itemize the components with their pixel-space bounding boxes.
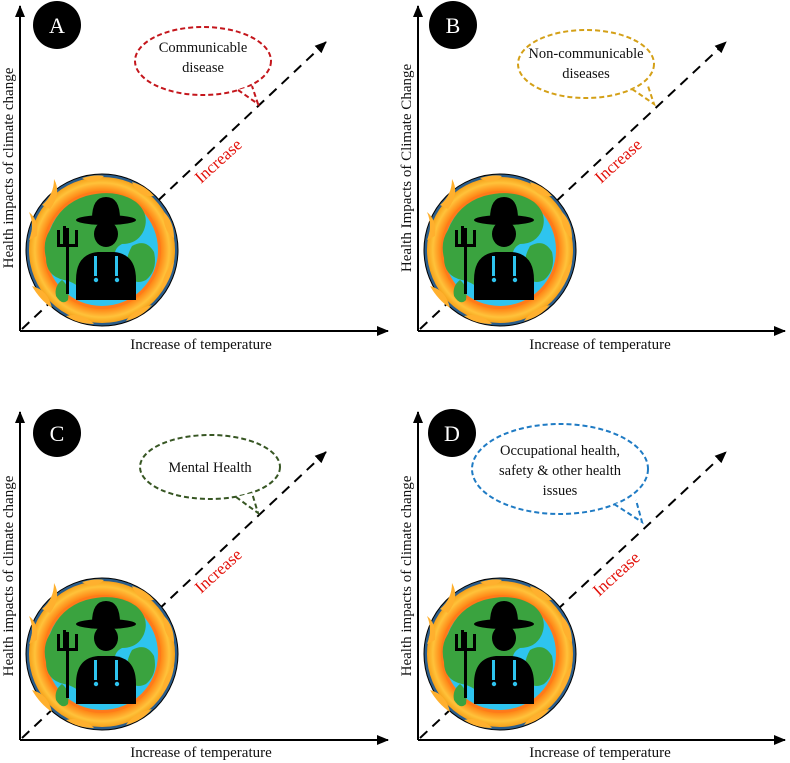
bubble-tail (235, 492, 260, 516)
bubble-tail (631, 85, 656, 107)
panel-c: Health impacts of climate change Increas… (1, 409, 389, 761)
burning-globe-icon (423, 577, 577, 731)
bubble-line-1: Mental Health (168, 460, 252, 476)
speech-bubble: Mental Health (139, 434, 281, 516)
bubble-line-1: Communicable (159, 40, 248, 56)
y-axis-label: Health impacts of climate change (399, 475, 415, 676)
x-axis-label: Increase of temperature (130, 745, 272, 761)
panel-a: Health impacts of climate change Increas… (1, 1, 389, 353)
panel-badge-letter: D (444, 421, 460, 446)
speech-bubble: Occupational health, safety & other heal… (471, 423, 649, 525)
y-axis-label: Health impacts of climate change (1, 67, 17, 268)
bubble-outline (139, 434, 281, 500)
burning-globe-icon (25, 577, 179, 731)
panel-badge (33, 1, 81, 49)
bubble-outline (471, 423, 649, 515)
bubble-outline (134, 26, 272, 96)
x-axis-label: Increase of temperature (529, 337, 671, 353)
x-axis-label: Increase of temperature (529, 745, 671, 761)
bubble-tail (613, 499, 644, 525)
bubble-line-2: safety & other health (499, 463, 622, 479)
panel-badge (33, 409, 81, 457)
x-axis-label: Increase of temperature (130, 337, 272, 353)
y-axis-label: Health Impacts of Climate Change (399, 64, 415, 273)
increase-label: Increase (589, 548, 644, 600)
burning-globe-icon (25, 173, 179, 327)
bubble-line-2: diseases (562, 66, 610, 82)
speech-bubble: Non-communicable diseases (517, 29, 656, 107)
panel-badge-letter: A (49, 13, 65, 38)
panel-b: Health Impacts of Climate Change Increas… (399, 1, 786, 353)
panel-badge (428, 409, 476, 457)
burning-globe-icon (423, 173, 577, 327)
bubble-line-2: disease (182, 60, 224, 76)
panel-d: Health impacts of climate change Increas… (399, 409, 786, 761)
panel-badge-letter: C (50, 421, 65, 446)
bubble-outline (517, 29, 655, 99)
y-axis-label: Health impacts of climate change (1, 475, 17, 676)
bubble-tail (237, 85, 260, 107)
bubble-line-1: Non-communicable (528, 46, 643, 62)
panel-badge (429, 1, 477, 49)
bubble-line-3: issues (543, 483, 578, 499)
bubble-line-1: Occupational health, (500, 443, 620, 459)
speech-bubble: Communicable disease (134, 26, 272, 107)
panel-badge-letter: B (446, 13, 461, 38)
